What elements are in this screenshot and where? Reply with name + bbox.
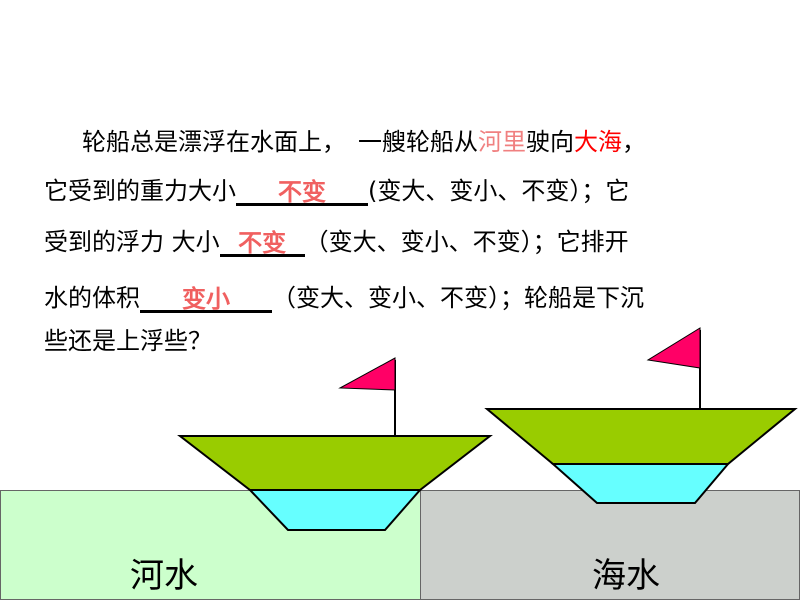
sea-highlight: 大海 — [574, 128, 622, 156]
text: ， — [622, 128, 646, 156]
sea-label: 海水 — [592, 556, 660, 596]
flag-icon — [646, 327, 701, 369]
river-boat — [177, 357, 493, 531]
sea-ground — [420, 490, 800, 600]
question-line-5: 些还是上浮些？ — [44, 327, 212, 355]
question-line-3: 受到的浮力 大小不变 （变大、变小、不变）；它排开 — [44, 227, 629, 257]
text: 受到的浮力 大小 — [44, 228, 220, 256]
question-line-2: 它受到的重力大小 不变 (变大、变小、不变）；它 — [44, 176, 629, 206]
answer-blank: 不变 — [236, 179, 368, 206]
text: (变大、变小、不变）；它 — [368, 177, 630, 205]
answer-blank: 变小 — [140, 286, 272, 313]
answer-gravity: 不变 — [278, 178, 326, 206]
question-line-4: 水的体积 变小 （变大、变小、不变）；轮船是下沉 — [44, 283, 644, 313]
text: 它受到的重力大小 — [44, 177, 236, 205]
text: （变大、变小、不变）；它排开 — [304, 228, 629, 256]
river-label: 河水 — [130, 556, 198, 596]
text: 驶向 — [526, 128, 574, 156]
flag-icon — [338, 357, 396, 391]
text: （变大、变小、不变）；轮船是下沉 — [272, 284, 644, 312]
river-highlight: 河里 — [478, 128, 526, 156]
text: 水的体积 — [44, 284, 140, 312]
answer-buoyancy: 不变 — [238, 229, 287, 257]
answer-displaced-volume: 变小 — [182, 285, 230, 313]
sea-boat — [484, 327, 798, 504]
question-line-1: 轮船总是漂浮在水面上， 一艘轮船从河里驶向大海， — [82, 127, 646, 157]
answer-blank: 不变 — [219, 229, 305, 257]
text: 轮船总是漂浮在水面上， 一艘轮船从 — [82, 128, 478, 156]
